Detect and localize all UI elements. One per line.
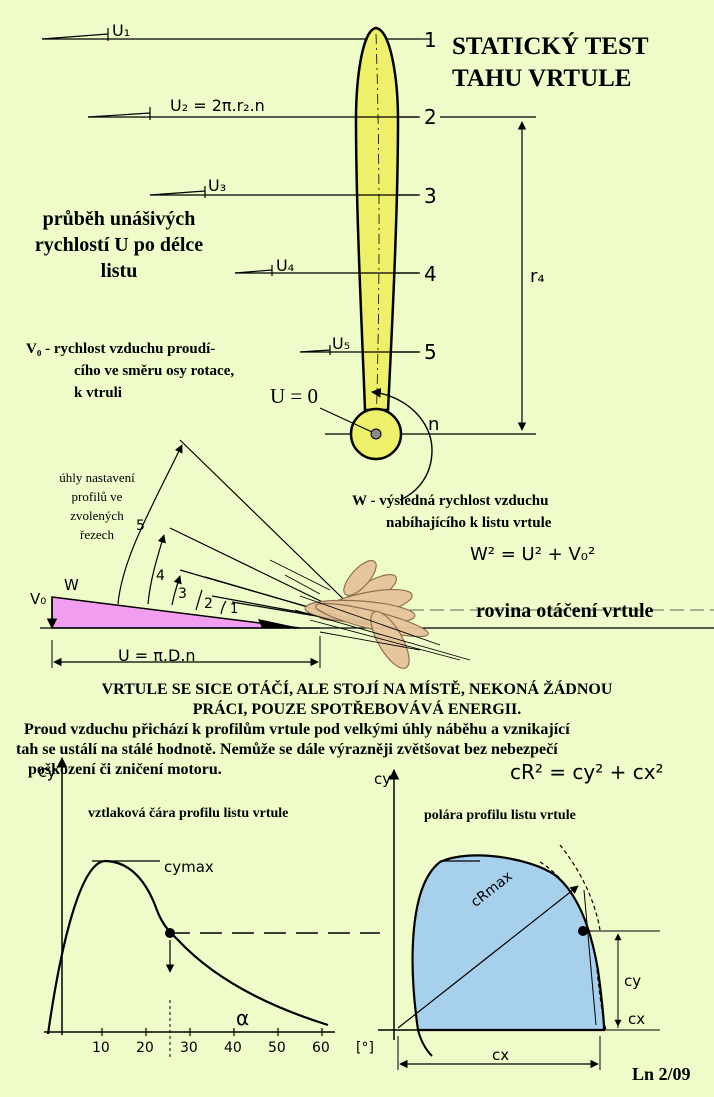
hub-center-icon [370, 428, 382, 440]
speeds-caption-line3: listu [100, 260, 138, 282]
speed-label-u4: U₄ [276, 256, 295, 275]
blade-profiles [304, 559, 429, 669]
crmax-vector [397, 885, 579, 1029]
speed-label-u5: U₅ [332, 334, 351, 353]
polar-y-label: cy [374, 770, 392, 788]
polar-curve-tail [417, 1029, 433, 1057]
speed-label-u3: U₃ [208, 176, 227, 195]
section-cuts [355, 38, 430, 353]
title-line2: TAHU VRTULE [452, 65, 632, 92]
speed-label-u1: U₁ [112, 21, 131, 40]
lift-curve [46, 859, 329, 1035]
angles-caption-line1: úhly nastavení [59, 470, 135, 485]
speeds-caption-line2: rychlostí U po délce [34, 234, 204, 256]
angle-number-3: 3 [178, 586, 187, 602]
angles-caption: úhly nastavení profilů ve zvolených řeze… [38, 468, 156, 544]
lift-tick-label: 50 [268, 1040, 286, 1056]
lift-tick-label: 10 [92, 1040, 110, 1056]
angles-caption-line4: řezech [80, 527, 114, 542]
cx-label: cx [628, 1010, 646, 1028]
section-label-2: 2 [424, 105, 437, 129]
profile-chord-lines [269, 559, 471, 661]
title-line1: STATICKÝ TEST [452, 33, 649, 60]
lift-tick-label: [°] [356, 1040, 374, 1056]
angle-number-1: 1 [230, 602, 239, 617]
speed-label-u2: U₂ = 2π.r₂.n [170, 96, 265, 115]
w-caption-line2: nabíhajícího k listu vrtule [386, 515, 552, 531]
section-label-4: 4 [424, 262, 437, 286]
rotation-n-label: n [428, 414, 440, 435]
lift-tick-label: 20 [136, 1040, 154, 1056]
v0-caption-line1: V₀ - rychlost vzduchu proudí- [26, 341, 216, 357]
section-label-3: 3 [424, 184, 437, 208]
triangle-v0-label: V₀ [30, 590, 47, 608]
lift-y-label: cy [38, 762, 57, 781]
v0-caption-line2: cího ve směru osy rotace, [74, 363, 235, 379]
polar-chart [378, 768, 660, 1070]
v0-caption: V₀ - rychlost vzduchu proudí- cího ve sm… [26, 338, 234, 404]
w-caption: W - výsledná rychlost vzduchu nabíhající… [352, 490, 551, 534]
rotation-arrow-icon [371, 387, 433, 501]
section-label-5: 5 [424, 340, 437, 364]
lift-chart-title: vztlaková čára profilu listu vrtule [88, 806, 289, 821]
rotation-plane-label: rovina otáčení vrtule [476, 600, 654, 622]
u-zero-label: U = 0 [270, 384, 319, 408]
velocity-triangle [40, 596, 321, 668]
lift-chart [44, 756, 380, 1060]
caps-line2: PRÁCI, POUZE SPOTŘEBOVÁVÁ ENERGII. [192, 701, 522, 718]
w-caption-line1: W - výsledná rychlost vzduchu [352, 493, 549, 509]
cx-dim-label: cx [492, 1046, 510, 1064]
body-line2: tah se ustálí na stálé hodnotě. Nemůže s… [16, 741, 558, 758]
angles-caption-line2: profilů ve [71, 489, 123, 504]
polar-tangent [583, 889, 597, 1026]
polar-chart-title: polára profilu listu vrtule [424, 808, 576, 823]
cy-dim-label: cy [624, 972, 642, 990]
angle-number-4: 4 [156, 568, 165, 584]
section-label-1: 1 [424, 28, 437, 52]
polar-envelope-dashed [539, 861, 607, 1031]
u-zero-pointer [319, 407, 373, 433]
u-pi-d-n-label: U = π.D.n [118, 646, 196, 665]
angle-number-2: 2 [204, 596, 213, 612]
polar-formula: cR² = cy² + cx² [510, 760, 664, 784]
caps-line1: VRTULE SE SICE OTÁČÍ, ALE STOJÍ NA MÍSTĚ… [101, 681, 613, 698]
blade-axis [375, 33, 380, 431]
w-formula: W² = U² + V₀² [470, 544, 596, 565]
speeds-caption-line1: průběh unášivých [42, 208, 196, 230]
caps-paragraph: VRTULE SE SICE OTÁČÍ, ALE STOJÍ NA MÍSTĚ… [0, 680, 714, 720]
lift-tick-label: 30 [180, 1040, 198, 1056]
v0-caption-line3: k vtruli [74, 385, 122, 401]
speed-vectors [41, 28, 331, 355]
operating-point-right [578, 926, 588, 936]
footer-ref: Ln 2/09 [632, 1064, 691, 1084]
triangle-tip [258, 619, 300, 628]
body-line3: poškození či zničení motoru. [28, 761, 222, 778]
body-paragraph: Proud vzduchu přichází k profilům vrtule… [0, 720, 714, 780]
triangle-w-label: W [64, 576, 79, 594]
operating-point-left [165, 928, 175, 938]
lift-tick-label: 60 [312, 1040, 330, 1056]
angles-caption-line3: zvolených [70, 508, 124, 523]
lift-tick-label: 40 [224, 1040, 242, 1056]
r4-dimension [440, 116, 536, 431]
speeds-caption: průběh unášivých rychlostí U po délce li… [14, 206, 224, 284]
propeller-blade [354, 26, 400, 412]
cymax-label: cymax [164, 858, 214, 876]
r4-label: r₄ [530, 266, 545, 287]
alpha-label: α [236, 1006, 250, 1030]
angle-number-5: 5 [136, 518, 145, 534]
body-line1: Proud vzduchu přichází k profilům vrtule… [24, 721, 570, 738]
polar-area [411, 854, 606, 1032]
